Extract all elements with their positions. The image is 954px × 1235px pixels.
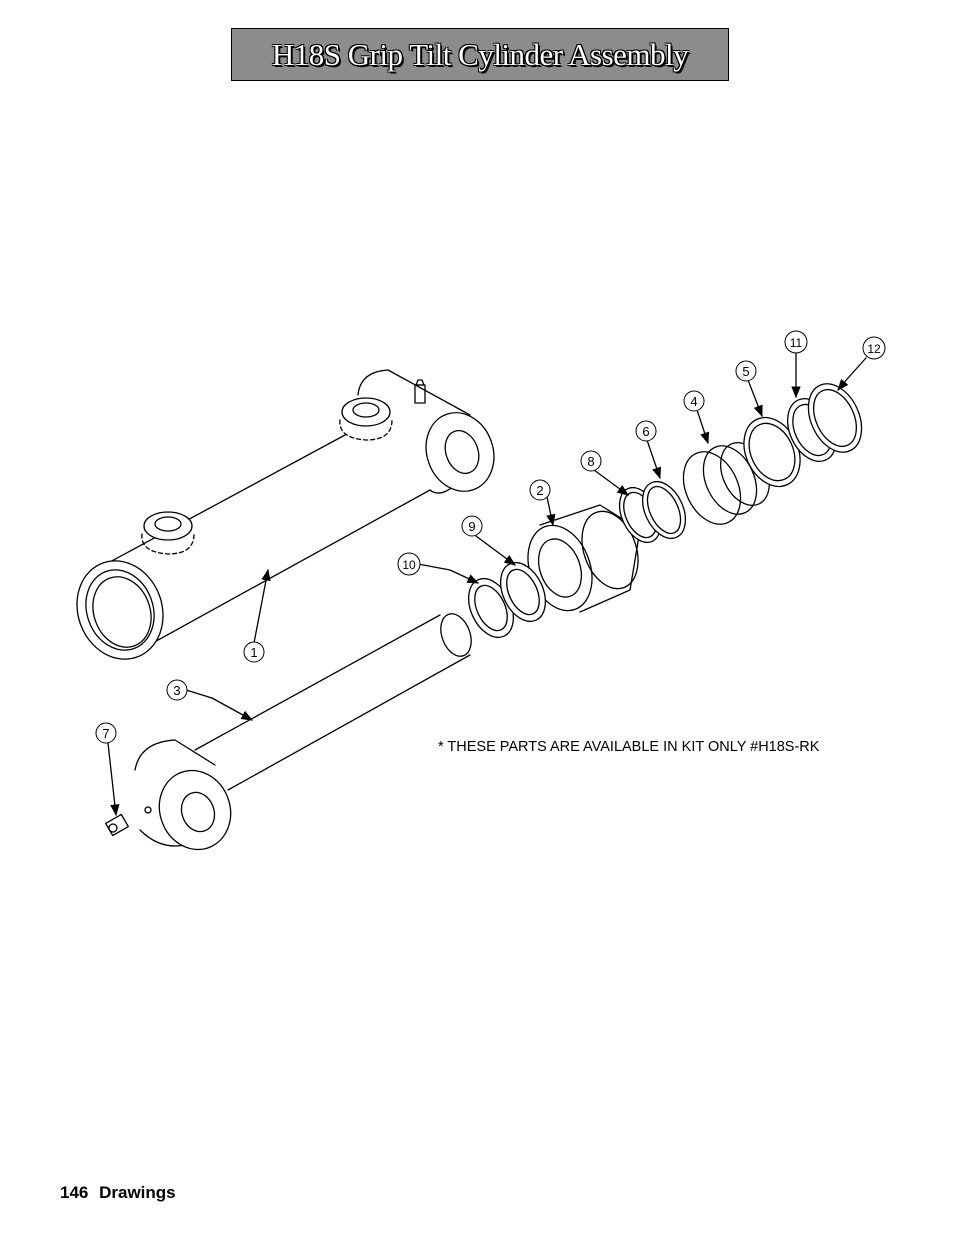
callouts: 1 2 3 4 5 6 7 8 9 10 11 12 — [95, 330, 886, 744]
callout-9-label: 9 — [468, 519, 475, 534]
callout-2: 2 — [529, 479, 551, 501]
callout-11: 11 — [784, 330, 808, 354]
cylinder-barrel — [76, 369, 495, 660]
callout-1-label: 1 — [250, 645, 257, 660]
callout-7: 7 — [95, 722, 117, 744]
page-title: H18S Grip Tilt Cylinder Assembly — [271, 36, 689, 72]
callout-6: 6 — [635, 420, 657, 442]
callout-7-label: 7 — [102, 726, 109, 741]
callout-12: 12 — [862, 336, 886, 360]
callout-11-label: 11 — [790, 336, 803, 350]
callout-2-label: 2 — [536, 483, 543, 498]
callout-10-label: 10 — [402, 558, 416, 572]
callout-4-label: 4 — [690, 394, 697, 409]
callout-1: 1 — [243, 641, 265, 663]
callout-6-label: 6 — [642, 424, 649, 439]
callout-10: 10 — [397, 552, 421, 576]
page-number: 146 — [60, 1183, 89, 1202]
callout-3: 3 — [166, 679, 188, 701]
callout-9: 9 — [461, 515, 483, 537]
callout-5: 5 — [735, 360, 757, 382]
title-banner: H18S Grip Tilt Cylinder Assembly — [231, 28, 729, 81]
callout-4: 4 — [683, 390, 705, 412]
page-footer: 146 Drawings — [60, 1183, 182, 1203]
leader-lines — [107, 351, 867, 817]
seal-rings — [467, 383, 863, 638]
callout-8: 8 — [580, 450, 602, 472]
callout-12-label: 12 — [867, 342, 881, 356]
kit-note: * THESE PARTS ARE AVAILABLE IN KIT ONLY … — [438, 739, 820, 755]
section-name: Drawings — [99, 1183, 176, 1202]
callout-3-label: 3 — [173, 683, 180, 698]
piston-rod — [105, 613, 472, 851]
callout-8-label: 8 — [587, 454, 594, 469]
callout-5-label: 5 — [742, 364, 749, 379]
